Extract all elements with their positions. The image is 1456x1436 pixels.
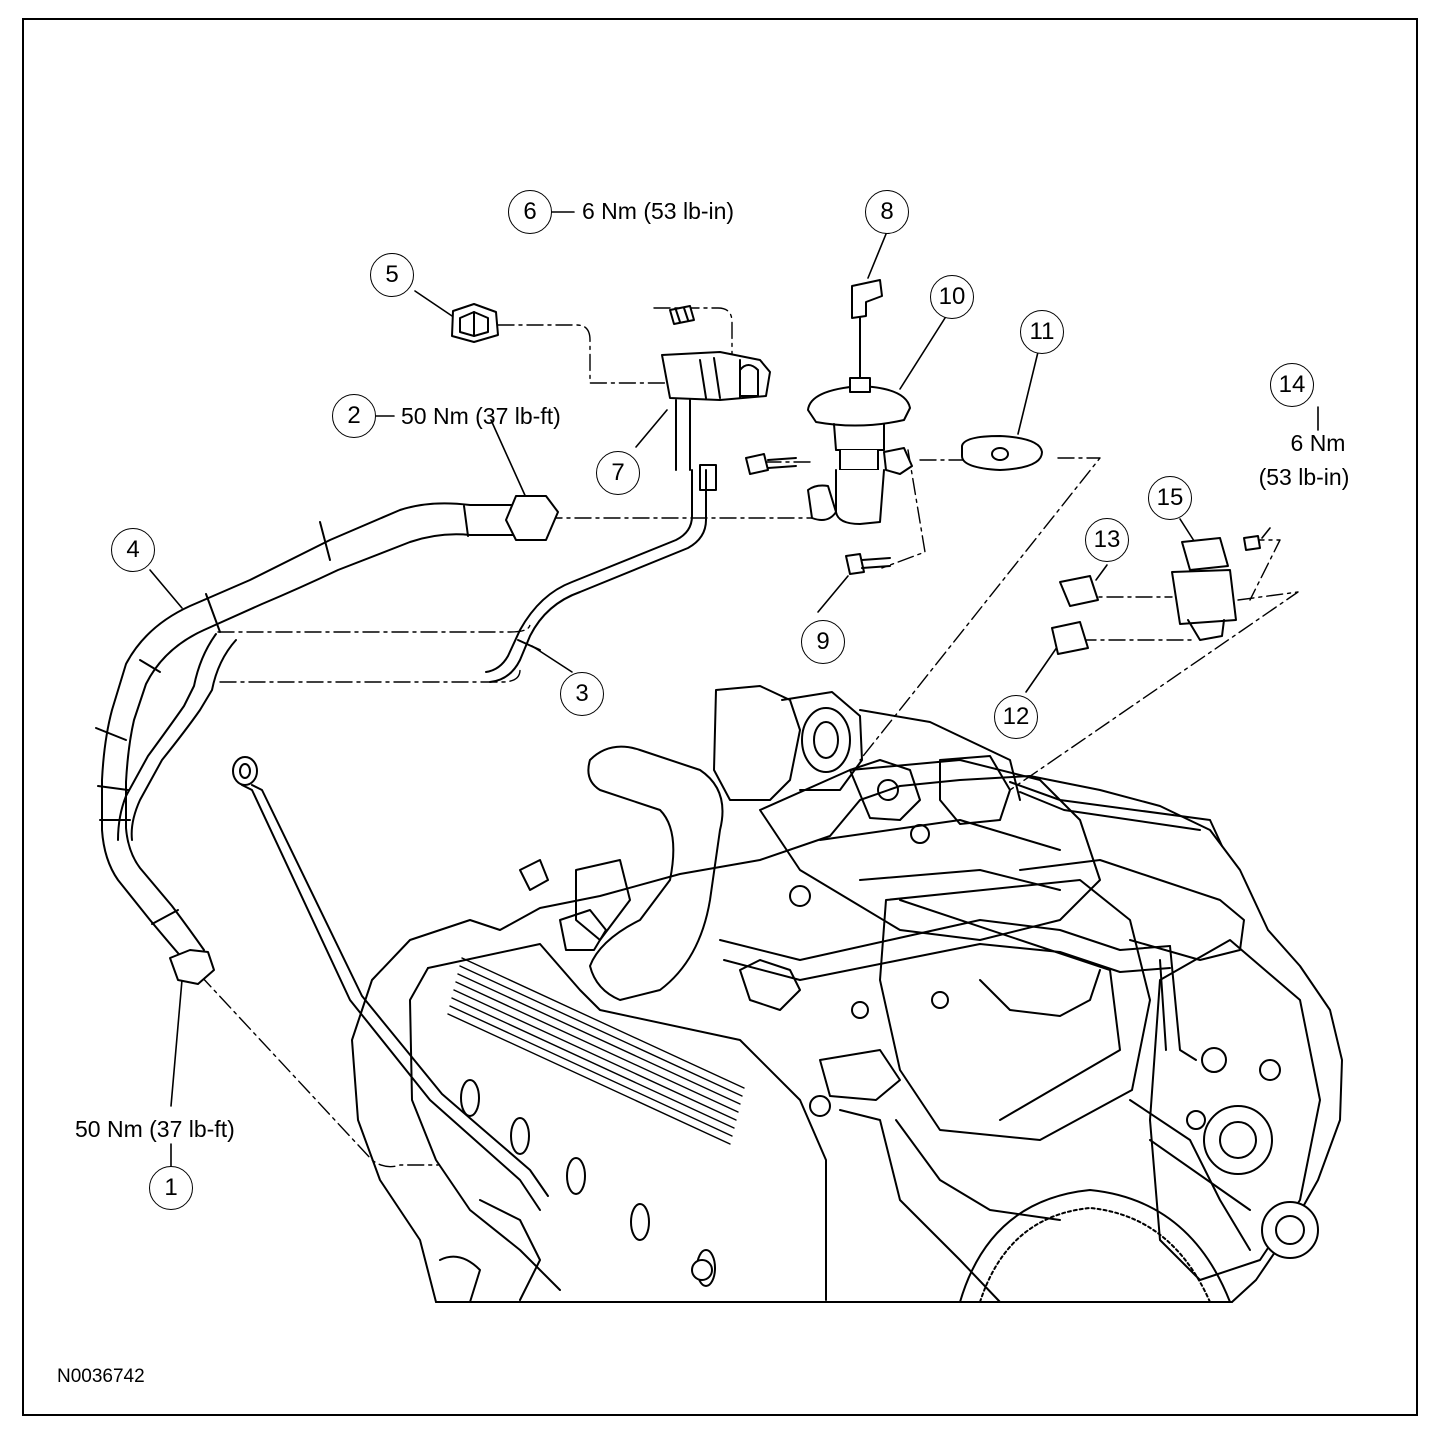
dipstick [232, 756, 549, 1211]
bolt-part-6 [669, 305, 695, 325]
torque-spec-14-unit: (53 lb-in) [1258, 464, 1350, 490]
tube-part-3 [117, 469, 707, 841]
callout-7: 7 [596, 451, 640, 495]
bolt-part-9 [745, 453, 891, 575]
bracket-part-7 [661, 351, 771, 491]
callout-11: 11 [1020, 310, 1064, 354]
callout-14: 14 [1270, 363, 1314, 407]
tube-part-4 [95, 495, 559, 985]
assembly-paths [199, 307, 1299, 1168]
sensor-parts-12-13-15 [1051, 535, 1261, 655]
callout-9: 9 [801, 620, 845, 664]
figure-id: N0036742 [57, 1366, 145, 1387]
callout-4: 4 [111, 528, 155, 572]
callout-3: 3 [560, 672, 604, 716]
hose-part-8 [851, 279, 883, 383]
egr-valve-part-10 [807, 377, 913, 525]
callout-5: 5 [370, 253, 414, 297]
callout-12: 12 [994, 695, 1038, 739]
gasket-part-11 [961, 435, 1043, 471]
connector-part-5 [451, 303, 499, 343]
torque-spec-2: 50 Nm (37 lb-ft) [401, 403, 561, 429]
torque-spec-6: 6 Nm (53 lb-in) [582, 198, 735, 224]
callout-15: 15 [1148, 476, 1192, 520]
callout-10: 10 [930, 275, 974, 319]
callout-8: 8 [865, 190, 909, 234]
diagram-frame [22, 18, 1418, 1416]
torque-spec-1: 50 Nm (37 lb-ft) [75, 1116, 235, 1142]
torque-spec-14-value: 6 Nm [1290, 430, 1346, 456]
callout-13: 13 [1085, 518, 1129, 562]
callout-6: 6 [508, 190, 552, 234]
callout-2: 2 [332, 394, 376, 438]
callout-1: 1 [149, 1166, 193, 1210]
engine-block [351, 685, 1343, 1303]
leader-lines [149, 211, 1319, 1167]
